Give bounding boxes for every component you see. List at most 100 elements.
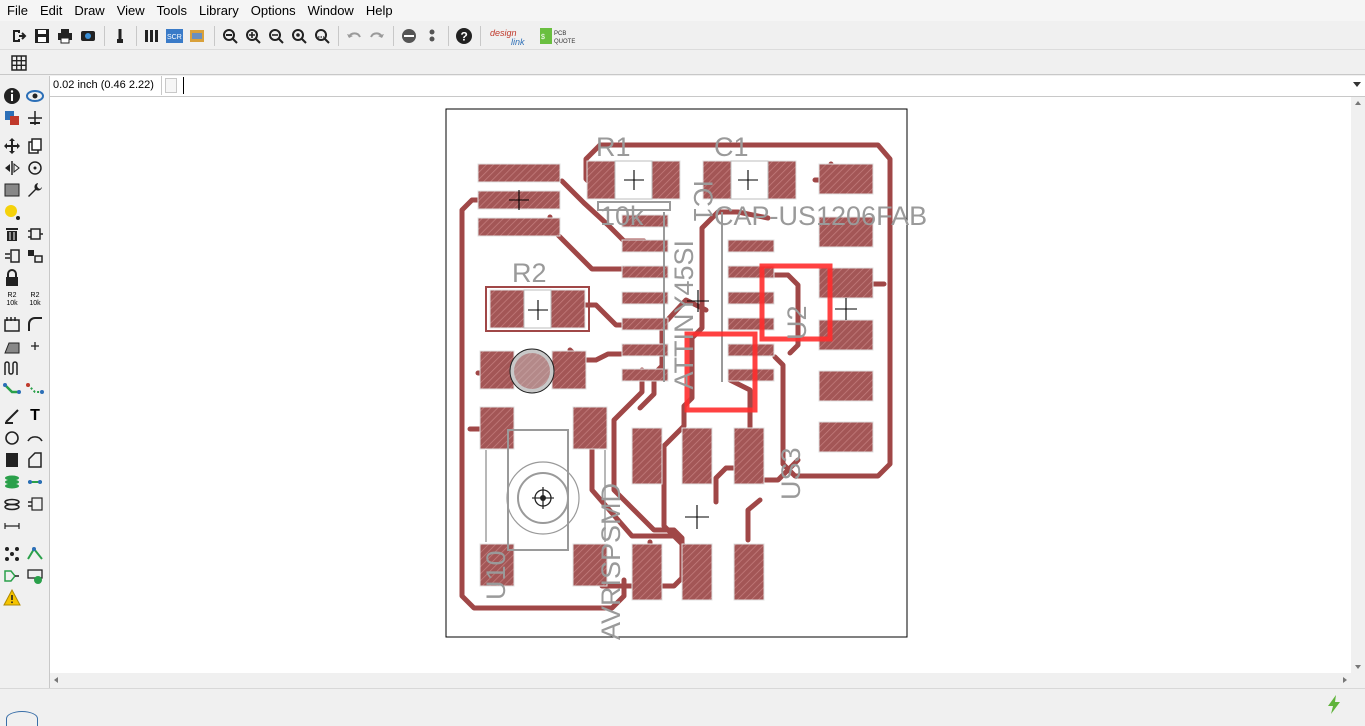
pcb-quote-button[interactable]: $ PCB QUOTE [539, 25, 579, 47]
power-status-button[interactable] [1323, 693, 1345, 715]
command-history-button[interactable] [165, 78, 177, 93]
menu-draw[interactable]: Draw [74, 3, 105, 18]
replace-tool[interactable] [2, 246, 22, 266]
arc-tool[interactable] [25, 428, 45, 448]
zoom-fit-icon [223, 28, 238, 44]
go-button[interactable] [421, 25, 443, 47]
open-button[interactable] [8, 25, 30, 47]
command-input[interactable] [183, 77, 1346, 94]
split-tool[interactable] [2, 336, 22, 356]
value-tool[interactable]: R2 10k [25, 290, 45, 310]
help-button[interactable]: ? [453, 25, 475, 47]
pcb-layout[interactable]: R1 C1 10k CAP-US1206FAB R2 IC1 ATTINY45S… [50, 97, 1351, 673]
plus-small-icon [31, 342, 39, 350]
via-tool[interactable] [2, 472, 22, 492]
pad [489, 289, 525, 329]
delete-tool[interactable] [2, 224, 22, 244]
smash-tool[interactable] [2, 314, 22, 334]
zoom-out-button[interactable] [265, 25, 287, 47]
add-tool[interactable] [25, 224, 45, 244]
pad [631, 543, 663, 601]
menu-file[interactable]: File [7, 3, 28, 18]
name-tool[interactable]: R2 10k [2, 290, 22, 310]
stop-button[interactable] [398, 25, 420, 47]
pad [621, 317, 669, 331]
print-button[interactable] [54, 25, 76, 47]
zoom-select-button[interactable] [311, 25, 333, 47]
ripup-tool[interactable] [25, 380, 45, 400]
signal-tool[interactable] [25, 472, 45, 492]
optimize-tool[interactable] [25, 336, 45, 356]
zoom-select-icon [315, 28, 330, 44]
move-tool[interactable] [2, 136, 22, 156]
save-button[interactable] [31, 25, 53, 47]
rectangle-icon [6, 453, 18, 467]
switch-icon [117, 28, 123, 43]
errors-tool[interactable] [2, 588, 22, 608]
vertical-scrollbar[interactable] [1351, 97, 1365, 673]
info-tool[interactable] [2, 86, 22, 106]
show-tool[interactable] [25, 86, 45, 106]
pad [621, 343, 669, 357]
silkscreen [485, 201, 723, 551]
grid-button[interactable] [8, 52, 30, 74]
scroll-down-arrow-icon[interactable] [1355, 665, 1361, 669]
mirror-tool[interactable] [2, 158, 22, 178]
autorouter-tool[interactable] [25, 544, 45, 564]
group-tool[interactable] [2, 180, 22, 200]
pad [818, 163, 874, 195]
zoom-in-button[interactable] [242, 25, 264, 47]
mark-tool[interactable] [25, 108, 45, 128]
change-tool[interactable] [25, 180, 45, 200]
label-ic1-value: ATTINY45SI [669, 240, 699, 390]
ulp-button[interactable] [141, 25, 163, 47]
horizontal-scrollbar[interactable] [50, 673, 1351, 687]
menu-view[interactable]: View [116, 3, 145, 18]
board-canvas[interactable]: R1 C1 10k CAP-US1206FAB R2 IC1 ATTINY45S… [50, 97, 1351, 673]
text-tool[interactable]: T [25, 406, 45, 426]
ratsnest-tool[interactable] [2, 544, 22, 564]
zoom-redraw-button[interactable] [288, 25, 310, 47]
dimension-tool[interactable] [2, 516, 22, 536]
pinswap-tool[interactable] [25, 246, 45, 266]
scroll-left-arrow-icon[interactable] [54, 677, 58, 683]
lock-tool[interactable] [2, 268, 22, 288]
zoom-redraw-icon [292, 28, 307, 44]
undo-button[interactable] [343, 25, 365, 47]
wire-tool[interactable] [2, 406, 22, 426]
menu-tools[interactable]: Tools [156, 3, 188, 18]
rect-tool[interactable] [2, 450, 22, 470]
script-button[interactable]: SCR [164, 25, 186, 47]
drc-tool[interactable] [25, 566, 45, 586]
scroll-right-arrow-icon[interactable] [1343, 677, 1347, 683]
attribute-tool[interactable] [25, 494, 45, 514]
polygon-tool[interactable] [25, 450, 45, 470]
erc-tool[interactable] [2, 566, 22, 586]
display-tool[interactable] [2, 108, 22, 128]
menu-window[interactable]: Window [307, 3, 354, 18]
hole-tool[interactable] [2, 494, 22, 514]
menu-options[interactable]: Options [250, 3, 296, 18]
ratsnest-icon [5, 547, 19, 561]
zoom-fit-button[interactable] [219, 25, 241, 47]
rotate-tool[interactable] [25, 158, 45, 178]
redo-button[interactable] [366, 25, 388, 47]
menu-edit[interactable]: Edit [39, 3, 63, 18]
copy-tool[interactable] [25, 136, 45, 156]
pad [733, 543, 765, 601]
board-switch-button[interactable] [109, 25, 131, 47]
cam-button[interactable] [77, 25, 99, 47]
menu-library[interactable]: Library [199, 3, 239, 18]
route-tool[interactable] [2, 380, 22, 400]
menu-help[interactable]: Help [365, 3, 393, 18]
designlink-button[interactable]: design link [489, 25, 535, 47]
meander-tool[interactable] [2, 358, 22, 378]
stop-icon [402, 28, 416, 43]
miter-tool[interactable] [25, 314, 45, 334]
circle-tool[interactable] [2, 428, 22, 448]
scroll-up-arrow-icon[interactable] [1355, 101, 1361, 105]
paste-tool[interactable] [2, 202, 22, 222]
run-button[interactable] [187, 25, 209, 47]
command-dropdown-icon[interactable] [1353, 82, 1361, 87]
pad [572, 543, 608, 587]
